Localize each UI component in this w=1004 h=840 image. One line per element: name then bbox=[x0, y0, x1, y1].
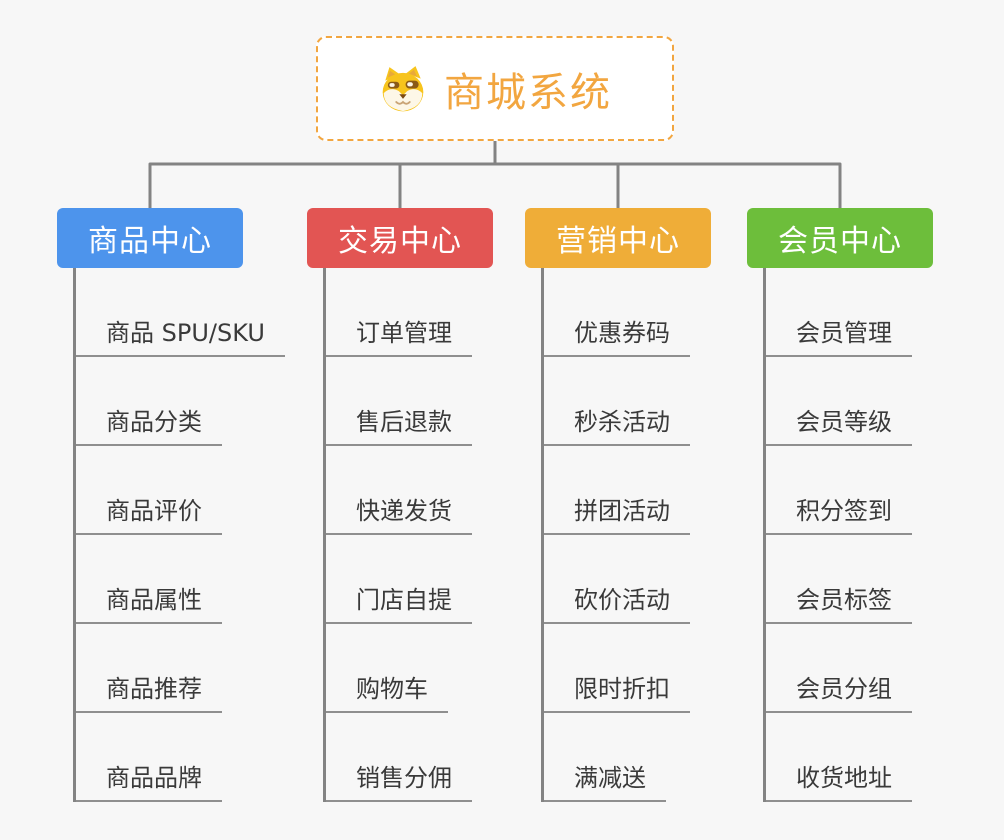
child-node: 会员标签 bbox=[766, 535, 933, 624]
child-node: 商品 SPU/SKU bbox=[76, 268, 285, 357]
child-label: 会员分组 bbox=[766, 669, 912, 713]
child-node: 优惠券码 bbox=[544, 268, 711, 357]
child-node: 会员等级 bbox=[766, 357, 933, 446]
child-label: 秒杀活动 bbox=[544, 402, 690, 446]
branch-label: 商品中心 bbox=[88, 224, 212, 259]
child-label: 商品属性 bbox=[76, 580, 222, 624]
branch-node-trade: 交易中心 bbox=[307, 208, 493, 268]
branch-children: 订单管理 售后退款 快递发货 门店自提 购物车 销售分佣 bbox=[323, 268, 493, 802]
child-node: 砍价活动 bbox=[544, 535, 711, 624]
branch-children: 商品 SPU/SKU 商品分类 商品评价 商品属性 商品推荐 商品品牌 bbox=[73, 268, 285, 802]
branch-label: 交易中心 bbox=[338, 224, 462, 259]
child-node: 购物车 bbox=[326, 624, 493, 713]
child-label: 优惠券码 bbox=[544, 313, 690, 357]
child-node: 销售分佣 bbox=[326, 713, 493, 802]
child-label: 商品 SPU/SKU bbox=[76, 313, 285, 357]
branch-member-center: 会员中心 会员管理 会员等级 积分签到 会员标签 会员分组 收货地址 bbox=[747, 208, 933, 802]
child-node: 满减送 bbox=[544, 713, 711, 802]
child-label: 商品推荐 bbox=[76, 669, 222, 713]
child-node: 商品属性 bbox=[76, 535, 243, 624]
child-label: 积分签到 bbox=[766, 491, 912, 535]
child-node: 商品品牌 bbox=[76, 713, 243, 802]
child-label: 购物车 bbox=[326, 669, 448, 713]
child-label: 会员等级 bbox=[766, 402, 912, 446]
child-node: 拼团活动 bbox=[544, 446, 711, 535]
child-label: 售后退款 bbox=[326, 402, 472, 446]
child-node: 商品推荐 bbox=[76, 624, 243, 713]
child-label: 商品品牌 bbox=[76, 758, 222, 802]
child-label: 商品评价 bbox=[76, 491, 222, 535]
child-node: 秒杀活动 bbox=[544, 357, 711, 446]
branch-node-product: 商品中心 bbox=[57, 208, 243, 268]
child-label: 门店自提 bbox=[326, 580, 472, 624]
root-title: 商城系统 bbox=[444, 69, 612, 116]
child-label: 会员标签 bbox=[766, 580, 912, 624]
child-node: 限时折扣 bbox=[544, 624, 711, 713]
child-node: 门店自提 bbox=[326, 535, 493, 624]
root-node: 商城系统 bbox=[316, 36, 674, 141]
shiba-dog-icon bbox=[382, 65, 424, 111]
child-node: 积分签到 bbox=[766, 446, 933, 535]
child-label: 销售分佣 bbox=[326, 758, 472, 802]
child-label: 商品分类 bbox=[76, 402, 222, 446]
child-node: 会员管理 bbox=[766, 268, 933, 357]
branch-children: 会员管理 会员等级 积分签到 会员标签 会员分组 收货地址 bbox=[763, 268, 933, 802]
branch-node-member: 会员中心 bbox=[747, 208, 933, 268]
child-label: 限时折扣 bbox=[544, 669, 690, 713]
branch-marketing-center: 营销中心 优惠券码 秒杀活动 拼团活动 砍价活动 限时折扣 满减送 bbox=[525, 208, 711, 802]
branch-product-center: 商品中心 商品 SPU/SKU 商品分类 商品评价 商品属性 商品推荐 商品品牌 bbox=[57, 208, 285, 802]
child-node: 订单管理 bbox=[326, 268, 493, 357]
child-node: 商品分类 bbox=[76, 357, 243, 446]
branch-label: 营销中心 bbox=[556, 224, 680, 259]
child-label: 收货地址 bbox=[766, 758, 912, 802]
child-node: 售后退款 bbox=[326, 357, 493, 446]
branch-children: 优惠券码 秒杀活动 拼团活动 砍价活动 限时折扣 满减送 bbox=[541, 268, 711, 802]
child-label: 拼团活动 bbox=[544, 491, 690, 535]
child-node: 商品评价 bbox=[76, 446, 243, 535]
child-label: 满减送 bbox=[544, 758, 666, 802]
branch-node-marketing: 营销中心 bbox=[525, 208, 711, 268]
branch-label: 会员中心 bbox=[778, 224, 902, 259]
child-label: 会员管理 bbox=[766, 313, 912, 357]
child-node: 快递发货 bbox=[326, 446, 493, 535]
child-label: 砍价活动 bbox=[544, 580, 690, 624]
child-node: 会员分组 bbox=[766, 624, 933, 713]
child-label: 快递发货 bbox=[326, 491, 472, 535]
branch-trade-center: 交易中心 订单管理 售后退款 快递发货 门店自提 购物车 销售分佣 bbox=[307, 208, 493, 802]
child-label: 订单管理 bbox=[326, 313, 472, 357]
child-node: 收货地址 bbox=[766, 713, 933, 802]
